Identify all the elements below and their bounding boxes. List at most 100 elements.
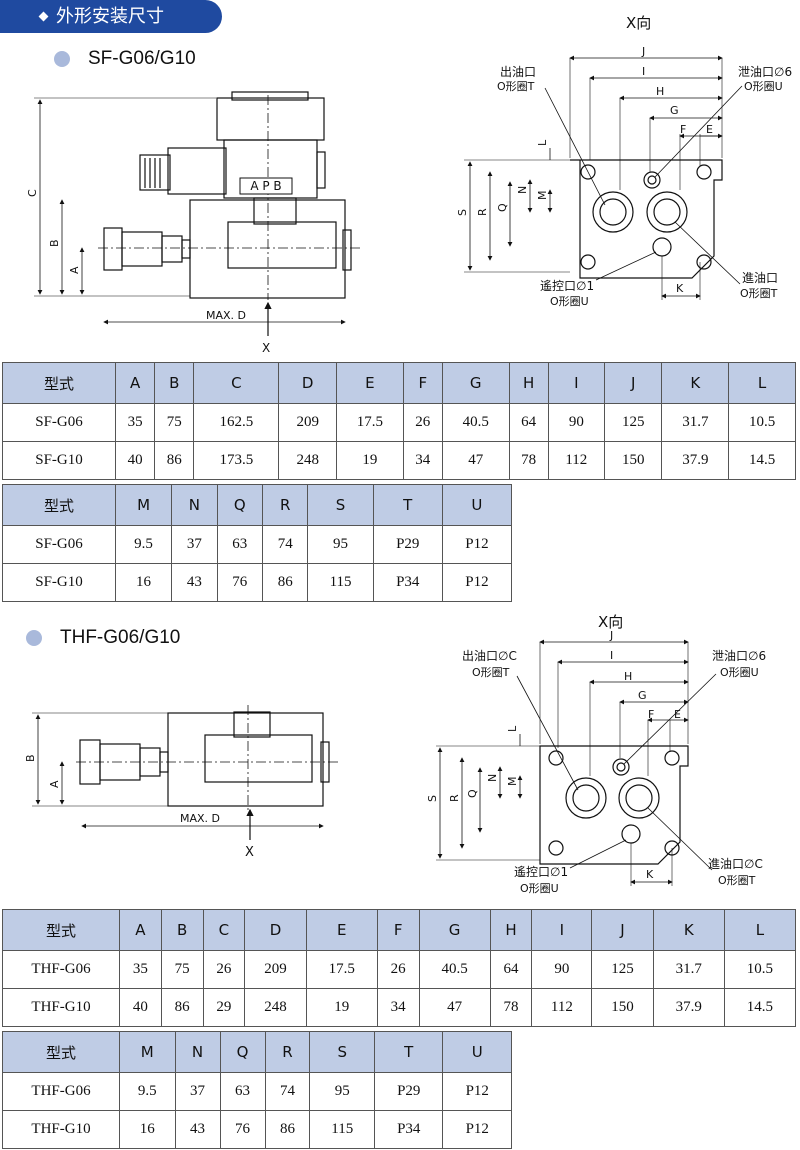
value-cell: 43 [174,1110,221,1149]
dim-label: I [610,649,613,662]
col-header: I [531,909,593,951]
dim-label: N [486,774,499,782]
col-header: F [376,909,420,951]
col-header: E [335,362,404,404]
col-header: L [723,909,797,951]
dim-label: L [536,139,549,146]
value-cell: 162.5 [193,403,280,442]
col-header: Q [216,484,264,526]
model-cell: SF-G10 [2,441,116,480]
view-label: X向 [598,613,623,631]
out-port-label: 出油口 [500,65,536,79]
value-cell: P12 [441,525,513,564]
value-cell: P29 [374,1072,444,1111]
pilot-port-label: 遙控口∅1 [540,279,594,293]
dim-label: G [638,689,647,702]
col-header: B [160,909,204,951]
value-cell: 16 [119,1110,176,1149]
col-header: N [171,484,218,526]
value-cell: 74 [264,1072,311,1111]
col-header: E [305,909,378,951]
value-cell: 37 [171,525,218,564]
value-cell: 95 [307,525,374,564]
col-header: T [372,484,443,526]
apb-label: A P B [250,179,281,193]
value-cell: 40 [114,441,156,480]
col-header: A [119,909,162,951]
col-header: F [402,362,443,404]
dim-label: H [656,85,664,98]
maxd-label: MAX. D [206,309,246,322]
col-header: J [591,909,654,951]
dim-label: F [680,123,686,136]
col-header: A [114,362,156,404]
out-ring-label: O形圈T [472,666,510,679]
col-header: N [174,1031,221,1073]
value-cell: 34 [376,988,420,1027]
thf-side-view [32,705,340,840]
sf-x-view [464,55,743,300]
value-cell: 86 [261,563,309,602]
value-cell: 63 [216,525,264,564]
value-cell: 115 [309,1110,376,1149]
drain-port-label: 泄油口∅6 [712,649,766,663]
value-cell: 86 [154,441,195,480]
dim-label: L [506,725,519,732]
value-cell: 78 [508,441,549,480]
value-cell: 43 [171,563,218,602]
dim-label: M [536,191,549,201]
value-cell: 125 [591,950,654,989]
value-cell: 64 [508,403,549,442]
dim-label: J [609,629,613,642]
col-header: U [442,1031,512,1073]
value-cell: 40.5 [418,950,491,989]
col-header: Q [219,1031,266,1073]
value-cell: 26 [376,950,420,989]
value-cell: 150 [591,988,654,1027]
out-port-label: 出油口∅C [462,649,517,663]
value-cell: 125 [603,403,663,442]
col-header-model: 型式 [2,1031,120,1073]
sf-side-view [34,91,360,336]
dim-label: Q [466,789,479,798]
dim-label: A [68,266,81,274]
col-header: T [374,1031,444,1073]
dim-label: H [624,670,632,683]
model-cell: THF-G06 [2,1072,120,1111]
section2-title: THF-G06/G10 [60,627,181,648]
dim-label: I [642,65,645,78]
model-cell: THF-G10 [2,1110,120,1149]
value-cell: 17.5 [335,403,404,442]
dim-label: B [24,754,37,762]
dim-label: B [48,239,61,247]
in-ring-label: O形圈T [718,874,756,887]
value-cell: 63 [219,1072,266,1111]
dim-label: R [476,208,489,216]
section-bullet-icon [26,630,42,646]
value-cell: P12 [441,563,513,602]
drain-ring-label: O形圈U [744,80,783,93]
value-cell: 115 [307,563,374,602]
value-cell: 26 [202,950,246,989]
value-cell: P12 [442,1110,512,1149]
value-cell: P34 [374,1110,444,1149]
model-cell: SF-G06 [2,403,116,442]
pilot-ring-label: O形圈U [550,295,589,308]
value-cell: 75 [154,403,195,442]
col-header: K [652,909,725,951]
section-header-pill: 外形安装尺寸 [0,0,222,33]
col-header: H [508,362,549,404]
value-cell: 34 [402,441,443,480]
value-cell: 9.5 [114,525,173,564]
col-header: C [202,909,246,951]
in-port-label: 進油口 [742,271,778,285]
col-header: U [441,484,513,526]
